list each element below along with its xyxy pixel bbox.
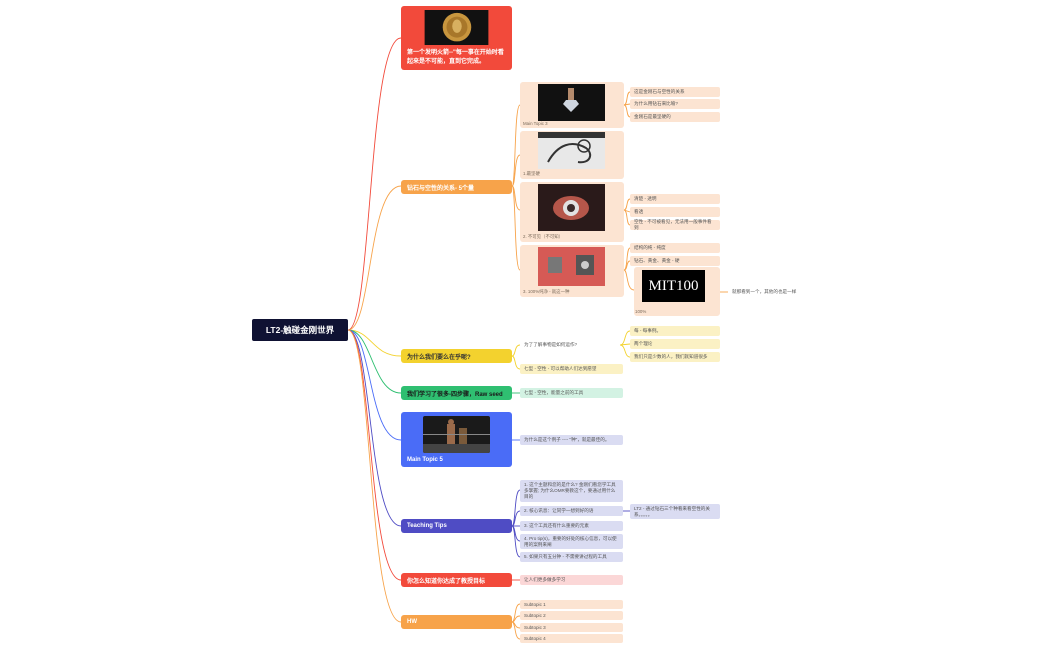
robot-photo-icon: [538, 247, 605, 286]
branch-teaching-goal-label: 你怎么知道你达成了教授目标: [407, 578, 486, 585]
subtopic-item[interactable]: Subtopic 1: [520, 600, 623, 609]
root-topic-label: LT2-触碰金刚世界: [265, 325, 335, 335]
subtopic-item[interactable]: 两个理论: [630, 339, 720, 349]
card-pure[interactable]: 3. 100%纯净 - 就这一种: [520, 245, 624, 297]
subtopic-item[interactable]: 钻石、黄金、黄金 - 硬: [630, 256, 720, 266]
card-main-topic-3[interactable]: Main Topic 3: [520, 82, 624, 128]
branch-teaching-tips[interactable]: Teaching Tips: [401, 519, 512, 533]
branch-main-topic-5[interactable]: Main Topic 5: [401, 412, 512, 467]
branch-why-care-label: 为什么我们要么在乎呢?: [407, 354, 471, 361]
card-caption: 1.最坚硬: [523, 171, 540, 176]
hand-sketch-icon: [538, 132, 605, 169]
subtopic-item[interactable]: 2. 核心讯息：让同学一想到好的语: [520, 506, 623, 516]
subtopic-item[interactable]: Subtopic 2: [520, 611, 623, 620]
branch-diamond-label: 钻石与空性的关系- 5个量: [407, 185, 475, 192]
subtopic-item[interactable]: 3. 这个工具还有什么重要的元素: [520, 521, 623, 531]
subtopic-item[interactable]: 5. 如果只有五分钟 - 不需要讲过程的工具: [520, 552, 623, 562]
subtopic-item[interactable]: 七型 - 空性 - 可以帮助人们达到愿望: [520, 364, 623, 374]
boxing-photo-icon: [423, 416, 490, 453]
subtopic-item[interactable]: 清楚 - 透明: [630, 194, 720, 204]
subtopic-item[interactable]: 金刚石是最坚硬的: [630, 112, 720, 122]
subtopic-item[interactable]: Subtopic 4: [520, 634, 623, 643]
branch-rocket-invention[interactable]: 第一个发明火箭--"每一事在开始时看起来是不可能，直到它完成。: [401, 6, 512, 70]
mit100-note[interactable]: 就那看到一个，其他的也是一样: [732, 289, 797, 295]
card-caption: 2. 不可见（不可知）: [523, 234, 564, 239]
eye-closeup-icon: [538, 184, 605, 231]
subtopic-item[interactable]: 4. Pro tip(s)，重要的好处的核心信息，可以使用的案例来阐: [520, 534, 623, 549]
branch-homework[interactable]: HW: [401, 615, 512, 629]
root-topic[interactable]: LT2-触碰金刚世界: [252, 319, 348, 341]
subtopic-item[interactable]: 为了了解事物是如何运作?: [524, 342, 578, 348]
subtopic-item[interactable]: 空性 - 不可被看见，无法用一般事件看到: [630, 219, 720, 230]
subtopic-item[interactable]: 看透: [630, 207, 720, 217]
subtopic-item[interactable]: 我们只是少数的人，我们就知道很多: [630, 352, 720, 362]
subtopic-item[interactable]: 每 - 每事例。: [630, 326, 720, 336]
branch-why-care[interactable]: 为什么我们要么在乎呢?: [401, 349, 512, 363]
medal-photo-icon: [424, 10, 489, 46]
branch-four-steps-label: 我们学习了很多-四步骤，Raw seed: [407, 391, 503, 398]
subtopic-item[interactable]: 1. 这个主题和您的是什么? 金刚们看您学工具多掌握; 为什么OMR要教这个，要…: [520, 480, 623, 502]
card-caption: Main Topic 3: [523, 121, 548, 126]
card-invisible[interactable]: 2. 不可见（不可知）: [520, 182, 624, 242]
branch-teaching-goal[interactable]: 你怎么知道你达成了教授目标: [401, 573, 512, 587]
subtopic-item[interactable]: 让人们更多做多学习: [520, 575, 623, 585]
mit100-image: MIT100: [642, 270, 705, 302]
subtopic-item[interactable]: 为什么是这个例子 ---- "种"，就是最佳的。: [520, 435, 623, 445]
branch-rocket-label: 第一个发明火箭--"每一事在开始时看起来是不可能，直到它完成。: [407, 50, 504, 65]
branch-four-steps[interactable]: 我们学习了很多-四步骤，Raw seed: [401, 386, 512, 400]
subtopic-item[interactable]: 七型 - 空性，能量之前的工具: [520, 388, 623, 398]
mit100-caption: 100%: [635, 309, 647, 314]
card-caption: 3. 100%纯净 - 就这一种: [523, 289, 570, 294]
branch-main-topic-5-label: Main Topic 5: [407, 457, 443, 463]
subtopic-note[interactable]: LT2 - 通过钻石三个种看来看空性的关系。。。。。: [630, 504, 720, 519]
card-hardest[interactable]: 1.最坚硬: [520, 131, 624, 179]
subtopic-item[interactable]: 这是金刚石与空性的关系: [630, 87, 720, 97]
subtopic-item[interactable]: 结构的纯 - 纯度: [630, 243, 720, 253]
branch-diamond-emptiness[interactable]: 钻石与空性的关系- 5个量: [401, 180, 512, 194]
branch-teaching-tips-label: Teaching Tips: [407, 523, 447, 529]
branch-homework-label: HW: [407, 619, 417, 625]
subtopic-item[interactable]: 为什么用钻石来比喻?: [630, 99, 720, 109]
mit100-card[interactable]: MIT100 100%: [634, 267, 720, 316]
diamond-photo-icon: [538, 84, 605, 121]
subtopic-item[interactable]: Subtopic 3: [520, 623, 623, 632]
